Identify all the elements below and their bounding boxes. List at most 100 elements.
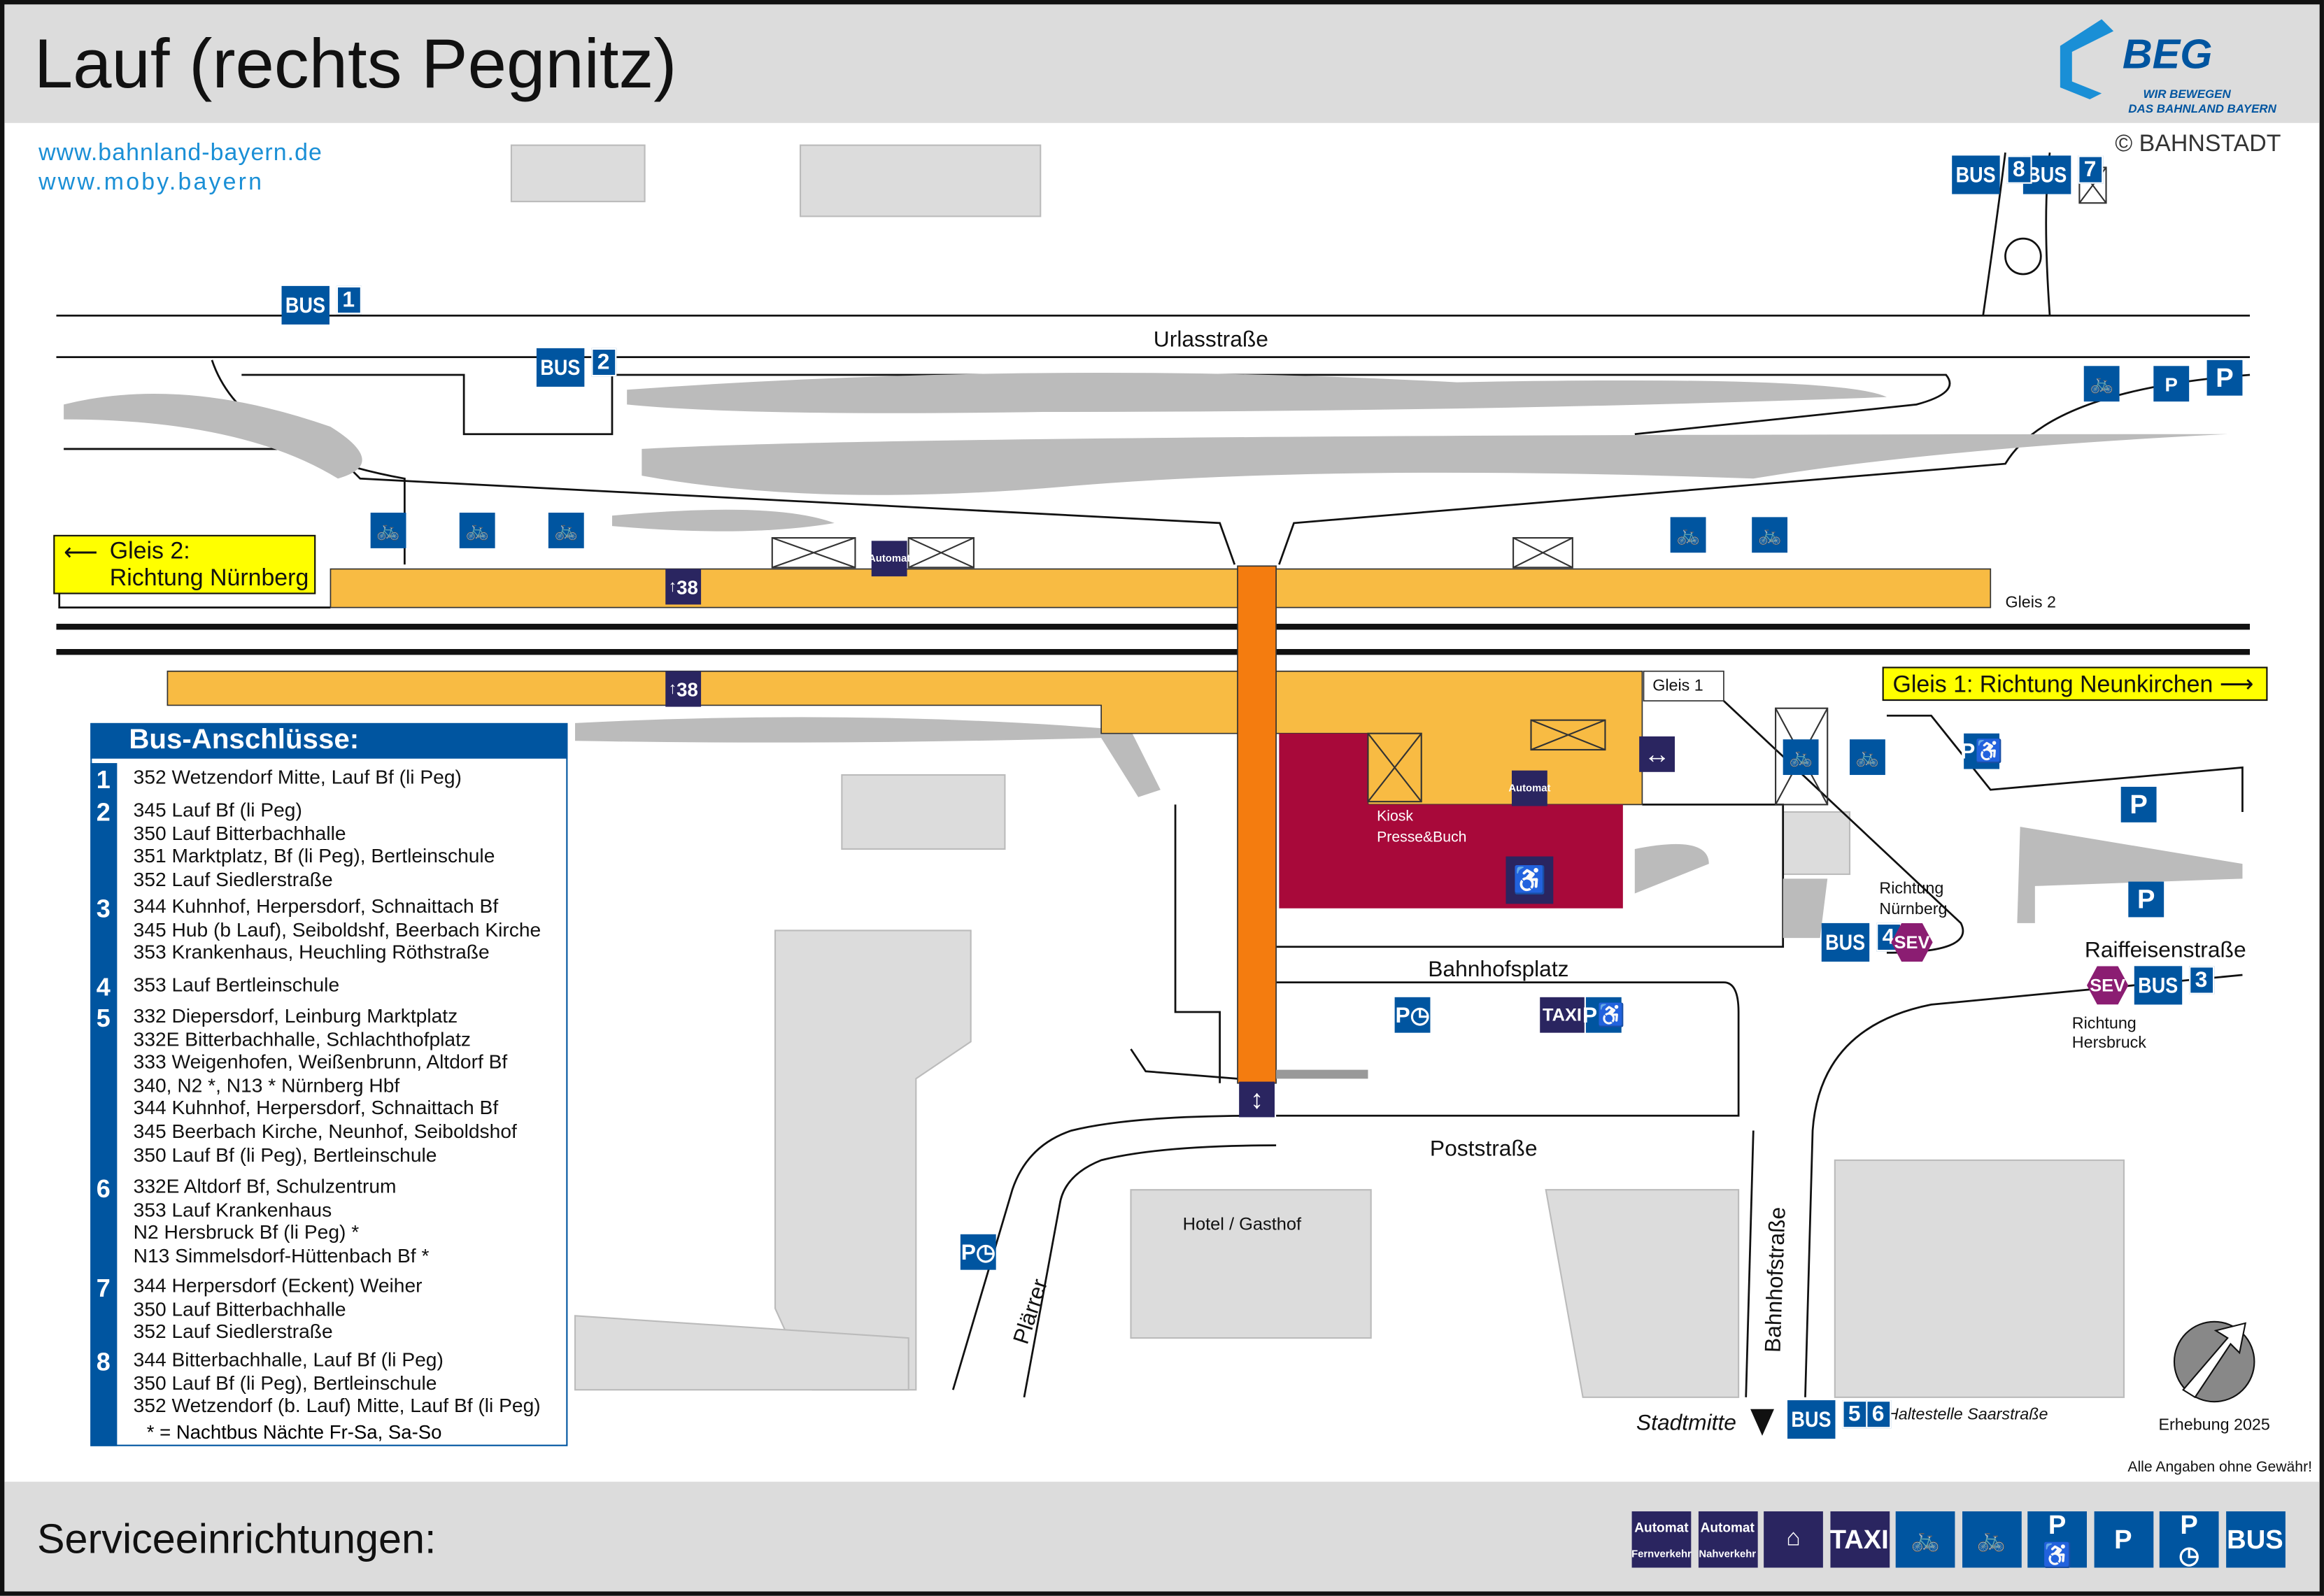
buildings	[510, 144, 2125, 1398]
street-raiffeisen: Raiffeisenstraße	[2085, 937, 2246, 962]
copyright: © BAHNSTADT	[2115, 131, 2281, 157]
link-bahnland[interactable]: www.bahnland-bayern.de	[38, 141, 323, 166]
bus-line: 352 Lauf Siedlerstraße	[133, 1320, 333, 1343]
bicycle-icon: 🚲	[370, 513, 406, 548]
bus-stop-number: 6	[1865, 1400, 1891, 1429]
bus-line: 350 Lauf Bf (li Peg), Bertleinschule	[133, 1143, 437, 1166]
gleis-2-direction-text: Richtung Nürnberg	[109, 566, 309, 592]
bus-stop-number: 6	[96, 1175, 111, 1204]
bus-connections-title: Bus-Anschlüsse:	[90, 722, 568, 759]
bus-stop-number: 5	[1841, 1400, 1867, 1429]
bus-line: 333 Weigenhofen, Weißenbrunn, Altdorf Bf	[133, 1050, 508, 1074]
bicycle-icon: 🚲	[1850, 739, 1885, 776]
step-height: 38	[676, 678, 698, 701]
short-term-parking-icon: P◷	[960, 1234, 996, 1270]
service-sub-label: Nahverkehr	[1699, 1548, 1757, 1560]
parking-label: P	[2164, 372, 2178, 395]
sev-label: SEV	[1894, 932, 1930, 953]
bus-line: 332E Altdorf Bf, Schulzentrum	[133, 1175, 397, 1197]
arrow-left-icon: ⟵	[64, 541, 98, 567]
bus-line: 345 Hub (b Lauf), Seiboldshf, Beerbach K…	[133, 918, 541, 941]
bus-line: 332E Bitterbachhalle, Schlachthofplatz	[133, 1027, 472, 1050]
bus-stop-number: 1	[96, 766, 111, 795]
waiting-room-icon[interactable]: ♿	[1505, 856, 1554, 904]
bus-stop-number: 4	[96, 973, 111, 1002]
platform-2	[330, 568, 1992, 608]
north-arrow-icon	[2173, 1320, 2255, 1403]
label-hotel: Hotel / Gasthof	[1183, 1214, 1302, 1234]
gleis-1-direction-text: Gleis 1: Richtung Neunkirchen	[1892, 672, 2213, 698]
bus-stop-number: 2	[590, 348, 616, 377]
building	[774, 929, 972, 1391]
parking-icon: P	[2206, 359, 2243, 396]
bus-line: 353 Lauf Bertleinschule	[133, 973, 340, 996]
bus-line: 344 Kuhnhof, Herpersdorf, Schnaittach Bf	[133, 1097, 499, 1120]
service-label: Automat	[1634, 1519, 1689, 1534]
arrow-down-icon	[1750, 1409, 1774, 1436]
label-kiosk-sub: Presse&Buch	[1377, 829, 1466, 845]
parking-label: P	[1960, 739, 1976, 764]
bicycle-icon: 🚲	[548, 513, 584, 548]
bus-stop-number: 3	[96, 895, 111, 923]
step-height: 38	[676, 576, 698, 598]
street-bahnhof: Bahnhofstraße	[1759, 1206, 1790, 1353]
service-label: P	[2114, 1523, 2132, 1554]
waiting-room-icon: ⌂	[1764, 1511, 1823, 1568]
bus-line: 352 Wetzendorf Mitte, Lauf Bf (li Peg)	[133, 766, 462, 789]
automat-label: Automat	[868, 553, 911, 564]
bus-stop-number: 1	[336, 285, 362, 315]
footnote: * = Nachtbus Nächte Fr-Sa, Sa-So	[146, 1420, 442, 1444]
parking-label: P	[1395, 1002, 1410, 1028]
bicycle-icon: 🚲	[1961, 1511, 2021, 1568]
parking-icon: P	[2128, 881, 2164, 918]
bicycle-shelter-icon: 🚲	[459, 513, 495, 548]
service-sub-label: Fernverkehr	[1631, 1548, 1692, 1560]
gleis-2-direction: ⟵ Gleis 2: Richtung Nürnberg	[53, 534, 316, 594]
bus-stop-group: 1 352 Wetzendorf Mitte, Lauf Bf (li Peg)	[92, 766, 566, 794]
building	[1545, 1189, 1740, 1398]
label-gleis-2: Gleis 2	[2005, 593, 2056, 611]
bus-line: 345 Lauf Bf (li Peg)	[133, 798, 302, 821]
ticket-machine-icon[interactable]: Automat	[1508, 770, 1550, 806]
services-label: Serviceeinrichtungen:	[36, 1516, 437, 1562]
logo-tagline: DAS BAHNLAND BAYERN	[2128, 102, 2276, 116]
parking-label: P	[2130, 789, 2148, 819]
bus-line: N2 Hersbruck Bf (li Peg) *	[133, 1221, 360, 1244]
service-glyph: ♿	[2042, 1543, 2072, 1569]
step-height-icon: ↑38	[665, 671, 702, 707]
elevator-icon[interactable]: ↕	[1239, 1081, 1275, 1118]
label-richtung: Nürnberg	[1879, 899, 1947, 918]
bicycle-shelter-icon: 🚲	[1670, 517, 1706, 553]
underpass	[1237, 565, 1277, 1084]
step-height-icon: ↑38	[665, 569, 702, 605]
link-moby[interactable]: www.moby.bayern	[38, 170, 264, 196]
taxi-icon: TAXI	[1540, 997, 1585, 1033]
short-term-parking-icon: P◷	[2159, 1509, 2219, 1569]
bus-icon: BUS	[1952, 155, 2000, 194]
label-gleis-1: Gleis 1	[1652, 676, 1703, 694]
ticket-machine-icon[interactable]: Automat	[868, 541, 910, 577]
number-bar	[90, 763, 118, 1446]
trees	[64, 372, 2243, 939]
label-survey: Erhebung 2025	[2159, 1415, 2270, 1433]
bus-icon: BUS	[281, 285, 330, 325]
street-urlass: Urlasstraße	[1154, 327, 1268, 352]
bus-line: 352 Wetzendorf (b. Lauf) Mitte, Lauf Bf …	[133, 1394, 541, 1417]
service-label: P	[2180, 1509, 2198, 1539]
service-label: TAXI	[1829, 1523, 1889, 1554]
label-stadtmitte: Stadtmitte	[1636, 1409, 1736, 1434]
bus-line: 353 Lauf Krankenhaus	[133, 1198, 332, 1220]
short-term-parking-icon: P◷	[1394, 997, 1431, 1033]
taxi-label: TAXI	[1542, 1004, 1582, 1026]
building	[1130, 1189, 1372, 1339]
disabled-parking-icon: P♿	[1582, 997, 1625, 1033]
